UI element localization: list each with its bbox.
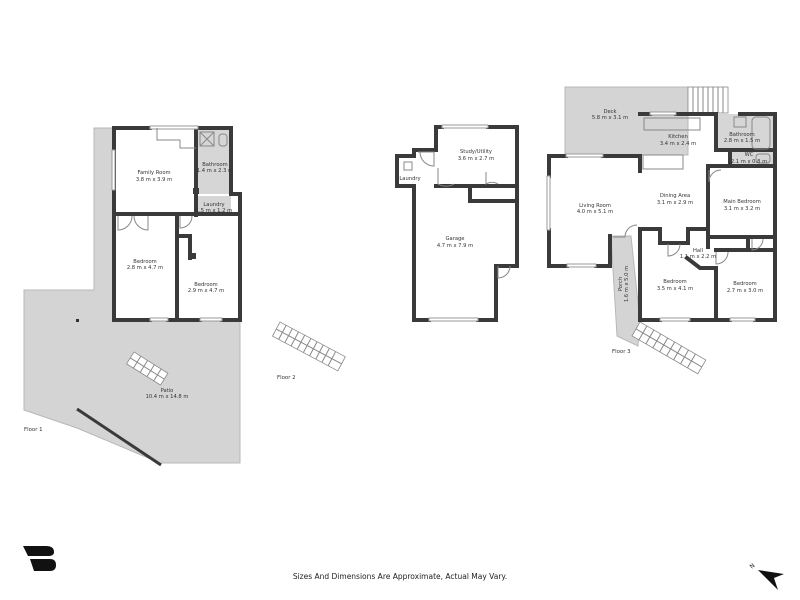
floor-3: Deck 5.8 m x 3.1 m Kitchen 3.4 m x 2.4 m… — [546, 86, 777, 375]
room-dims: 10.4 m x 14.8 m — [146, 394, 189, 400]
room-label: Hall — [693, 248, 703, 254]
room-dims: 1.5 m x 1.2 m — [196, 208, 232, 214]
room-label: Living Room — [579, 203, 611, 209]
deck-stairs — [687, 86, 729, 114]
room-label: Bedroom — [663, 279, 686, 285]
north-label: N — [749, 562, 757, 570]
room-label: Bathroom — [729, 132, 754, 138]
room-label: Study/Utility — [460, 149, 492, 155]
floor-1: Family Room 3.8 m x 3.9 m Bathroom 1.4 m… — [23, 125, 242, 467]
room-dims: 2.1 m x 0.8 m — [731, 159, 767, 165]
floor-label: Floor 3 — [612, 349, 631, 355]
room-label: Kitchen — [668, 134, 688, 140]
stairs — [271, 321, 346, 372]
room-label: Bedroom — [194, 282, 217, 288]
room-label: Main Bedroom — [723, 199, 761, 205]
bathroom-floor — [716, 114, 774, 150]
room-dims: 4.7 m x 7.9 m — [437, 243, 473, 249]
post-marker — [76, 319, 79, 322]
room-dims: 3.6 m x 2.7 m — [458, 156, 494, 162]
room-dims: 2.7 m x 3.0 m — [727, 288, 763, 294]
room-label: Bedroom — [133, 259, 156, 265]
room-dims: 3.8 m x 3.9 m — [136, 177, 172, 183]
room-label: Porch — [618, 277, 624, 291]
room-dims: 5.8 m x 3.1 m — [592, 115, 628, 121]
room-dims: 3.1 m x 2.9 m — [657, 200, 693, 206]
room-dims: 3.5 m x 4.1 m — [657, 286, 693, 292]
room-label: Bedroom — [733, 281, 756, 287]
room-dims: 1.4 m x 2.3 m — [197, 168, 233, 174]
stairs — [126, 351, 169, 386]
floor-2: Study/Utility 3.6 m x 2.7 m Laundry Gara… — [271, 124, 519, 381]
porch-stairs — [631, 321, 707, 375]
laundry-floor — [196, 196, 240, 215]
room-dims: 3.1 m x 3.2 m — [724, 206, 760, 212]
room-label: Bathroom — [202, 162, 227, 168]
room-dims: 1.1 m x 2.2 m — [680, 254, 716, 260]
disclaimer-text: Sizes And Dimensions Are Approximate, Ac… — [292, 572, 508, 581]
room-label: Dining Area — [660, 193, 690, 199]
patio-edge — [76, 407, 162, 467]
room-label: Laundry — [203, 202, 224, 208]
deck-area — [564, 86, 689, 156]
room-label: Deck — [603, 109, 616, 115]
room-label: Laundry — [399, 176, 420, 182]
room-dims: 3.4 m x 2.4 m — [660, 141, 696, 147]
floor-label: Floor 1 — [24, 427, 43, 433]
room-label: Family Room — [137, 170, 170, 176]
floor-label: Floor 2 — [277, 375, 296, 381]
room-label: WC — [745, 152, 754, 158]
room-dims: 2.9 m x 4.7 m — [188, 288, 224, 294]
room-dims: 2.8 m x 4.7 m — [127, 265, 163, 271]
room-label: Garage — [446, 236, 465, 242]
room-dims: 1.6 m x 5.0 m — [624, 266, 630, 302]
room-label: Patio — [161, 388, 174, 394]
room-dims: 4.0 m x 5.1 m — [577, 209, 613, 215]
room-dims: 2.8 m x 1.5 m — [724, 138, 760, 144]
